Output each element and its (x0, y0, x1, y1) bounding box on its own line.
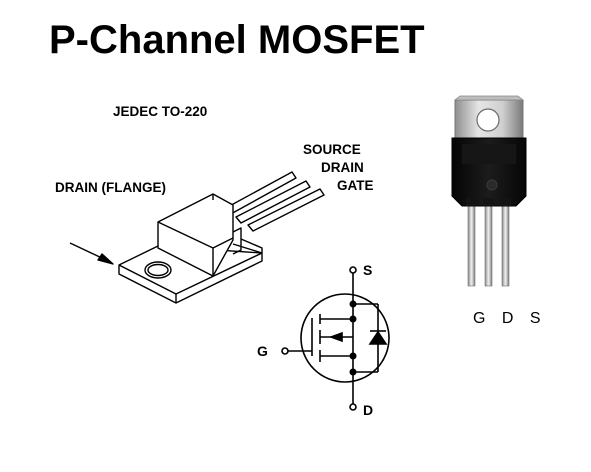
source-lead-label: SOURCE (303, 142, 361, 157)
photo-source-lead (501, 199, 510, 287)
gate-terminal (281, 347, 289, 355)
drain-lead-label: DRAIN (321, 160, 364, 175)
gate-lead-label: GATE (337, 178, 374, 193)
symbol-circle (300, 293, 390, 383)
diode-icon (368, 330, 388, 345)
to220-drawing (69, 171, 325, 304)
photo-gate-lead (467, 199, 476, 287)
gate-pin-label: G (257, 343, 268, 359)
flange-arrow (69, 242, 114, 265)
drain-pin-label: D (363, 402, 374, 418)
mosfet-symbol (281, 266, 390, 411)
source-terminal (349, 266, 357, 274)
photo-pinout-label: G D S (473, 310, 547, 327)
package-label: JEDEC TO-220 (113, 104, 208, 119)
page-title: P-Channel MOSFET (49, 18, 425, 62)
drain-terminal (349, 403, 357, 411)
mounting-hole (476, 108, 500, 132)
package-leads (223, 171, 325, 232)
drain-flange-label: DRAIN (FLANGE) (55, 180, 166, 195)
to220-photo (451, 95, 527, 287)
photo-drain-lead (484, 199, 493, 287)
package-body (157, 193, 263, 277)
source-pin-label: S (363, 262, 373, 278)
